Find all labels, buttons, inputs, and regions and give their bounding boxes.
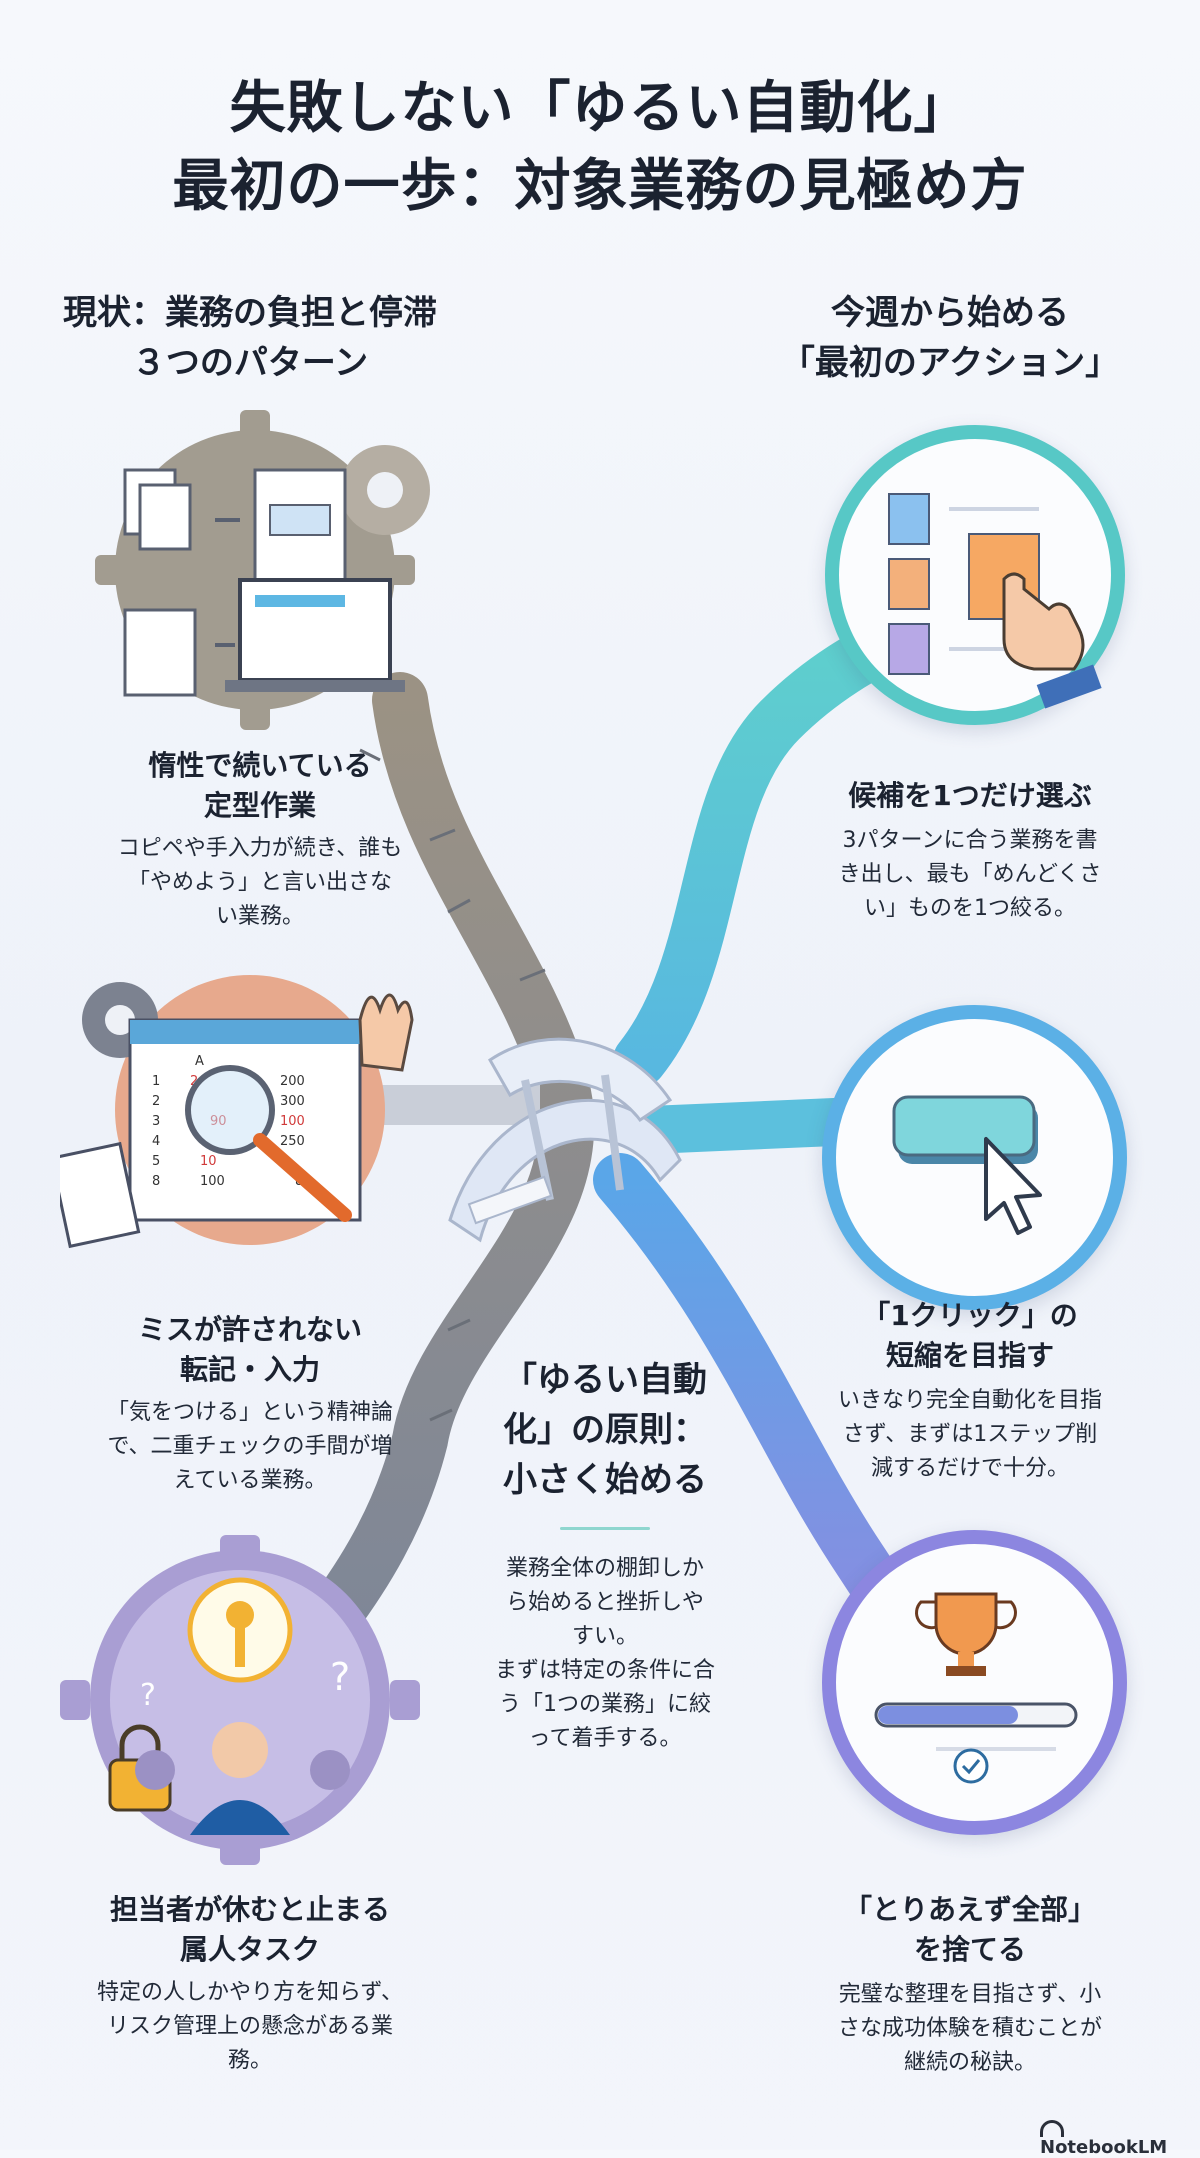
action-item-3: 「とりあえず全部」 を捨てる 完璧な整理を目指さず、小 さな成功体験を積むことが… xyxy=(800,1890,1140,2080)
action-2-desc: いきなり完全自動化を目指 さず、まずは1ステップ削 減するだけで十分。 xyxy=(837,1388,1102,1481)
notebooklm-logo-icon xyxy=(1040,2120,1064,2137)
right-section-heading: 今週から始める 「最初のアクション」 xyxy=(780,293,1120,383)
svg-text:2: 2 xyxy=(152,1094,160,1109)
svg-text:?: ? xyxy=(330,1655,350,1699)
action-item-2: 「1クリック」の 短縮を目指す いきなり完全自動化を目指 さず、まずは1ステップ… xyxy=(800,1296,1140,1486)
pattern-item-2: ミスが許されない 転記・入力 「気をつける」という精神論 で、二重チェックの手間… xyxy=(60,1310,440,1498)
pattern-3-desc: 特定の人しかやり方を知らず、 リスク管理上の懸念がある業 務。 xyxy=(96,1980,404,2073)
principle-desc: 業務全体の棚卸しか ら始めると挫折しや すい。 まずは特定の条件に合 う「1つの… xyxy=(494,1556,715,1751)
title-line-1: 失敗しない「ゆるい自動化」 xyxy=(229,76,971,141)
svg-text:100: 100 xyxy=(280,1114,305,1129)
action-3-title: 「とりあえず全部」 を捨てる xyxy=(843,1893,1096,1966)
svg-text:100: 100 xyxy=(200,1174,225,1189)
svg-text:8: 8 xyxy=(152,1174,160,1189)
pattern-2-desc: 「気をつける」という精神論 で、二重チェックの手間が増 えている業務。 xyxy=(106,1400,393,1493)
pattern-1-title: 惰性で続いている 定型作業 xyxy=(148,749,372,822)
svg-text:?: ? xyxy=(140,1678,156,1713)
svg-text:300: 300 xyxy=(280,1094,305,1109)
pointing-hand-documents-icon xyxy=(888,493,1102,709)
pattern-item-1: 惰性で続いている 定型作業 コピペや手入力が続き、誰も 「やめよう」と言い出さな… xyxy=(70,746,450,934)
principle-divider xyxy=(560,1527,650,1530)
action-2-title: 「1クリック」の 短縮を目指す xyxy=(862,1299,1078,1372)
spreadsheet-magnifier-icon: A 1 2 3 4 5 8 200 300 100 250 10 100 8 9… xyxy=(60,975,414,1249)
brand-footer: NotebookLM xyxy=(1040,2118,1200,2158)
pattern-3-title: 担当者が休むと止まる 属人タスク xyxy=(109,1893,390,1966)
action-3-circle xyxy=(822,1530,1127,1835)
col-header: A xyxy=(195,1054,204,1069)
svg-text:4: 4 xyxy=(152,1134,160,1149)
documents-laptop-gear-icon xyxy=(95,410,430,730)
svg-text:5: 5 xyxy=(152,1154,160,1169)
svg-text:2: 2 xyxy=(190,1074,198,1089)
title-line-2: 最初の一歩：対象業務の見極め方 xyxy=(172,154,1028,219)
action-item-1: 候補を1つだけ選ぶ 3パターンに合う業務を書 き出し、最も「めんどくさ い」もの… xyxy=(800,776,1140,926)
button-cursor-icon xyxy=(892,1095,1042,1235)
page-title: 失敗しない「ゆるい自動化」 最初の一歩：対象業務の見極め方 xyxy=(0,70,1200,226)
svg-text:3: 3 xyxy=(152,1114,160,1129)
svg-text:250: 250 xyxy=(280,1134,305,1149)
key-person-gear-icon: ? ? xyxy=(60,1535,420,1865)
left-section-heading: 現状：業務の負担と停滞 ３つのパターン xyxy=(63,293,437,383)
trophy-progress-icon xyxy=(874,1592,1078,1784)
svg-text:200: 200 xyxy=(280,1074,305,1089)
principle-block: 「ゆるい自動 化」の原則： 小さく始める 業務全体の棚卸しか ら始めると挫折しや… xyxy=(470,1355,740,1756)
principle-title: 「ゆるい自動 化」の原則： 小さく始める xyxy=(503,1360,707,1500)
action-1-desc: 3パターンに合う業務を書 き出し、最も「めんどくさ い」ものを1つ絞る。 xyxy=(838,828,1102,921)
svg-text:10: 10 xyxy=(200,1154,217,1169)
action-1-circle xyxy=(825,425,1125,725)
pattern-item-3: 担当者が休むと止まる 属人タスク 特定の人しかやり方を知らず、 リスク管理上の懸… xyxy=(40,1890,460,2078)
brand-name: NotebookLM xyxy=(1040,2137,1168,2158)
action-2-circle xyxy=(822,1005,1127,1310)
pattern-1-desc: コピペや手入力が続き、誰も 「やめよう」と言い出さな い業務。 xyxy=(117,836,403,929)
action-1-title: 候補を1つだけ選ぶ xyxy=(848,779,1092,812)
action-3-desc: 完璧な整理を目指さず、小 さな成功体験を積むことが 継続の秘訣。 xyxy=(837,1982,1102,2075)
bridge-icon xyxy=(448,1037,682,1243)
svg-text:1: 1 xyxy=(152,1074,160,1089)
pattern-2-title: ミスが許されない 転記・入力 xyxy=(137,1313,362,1386)
